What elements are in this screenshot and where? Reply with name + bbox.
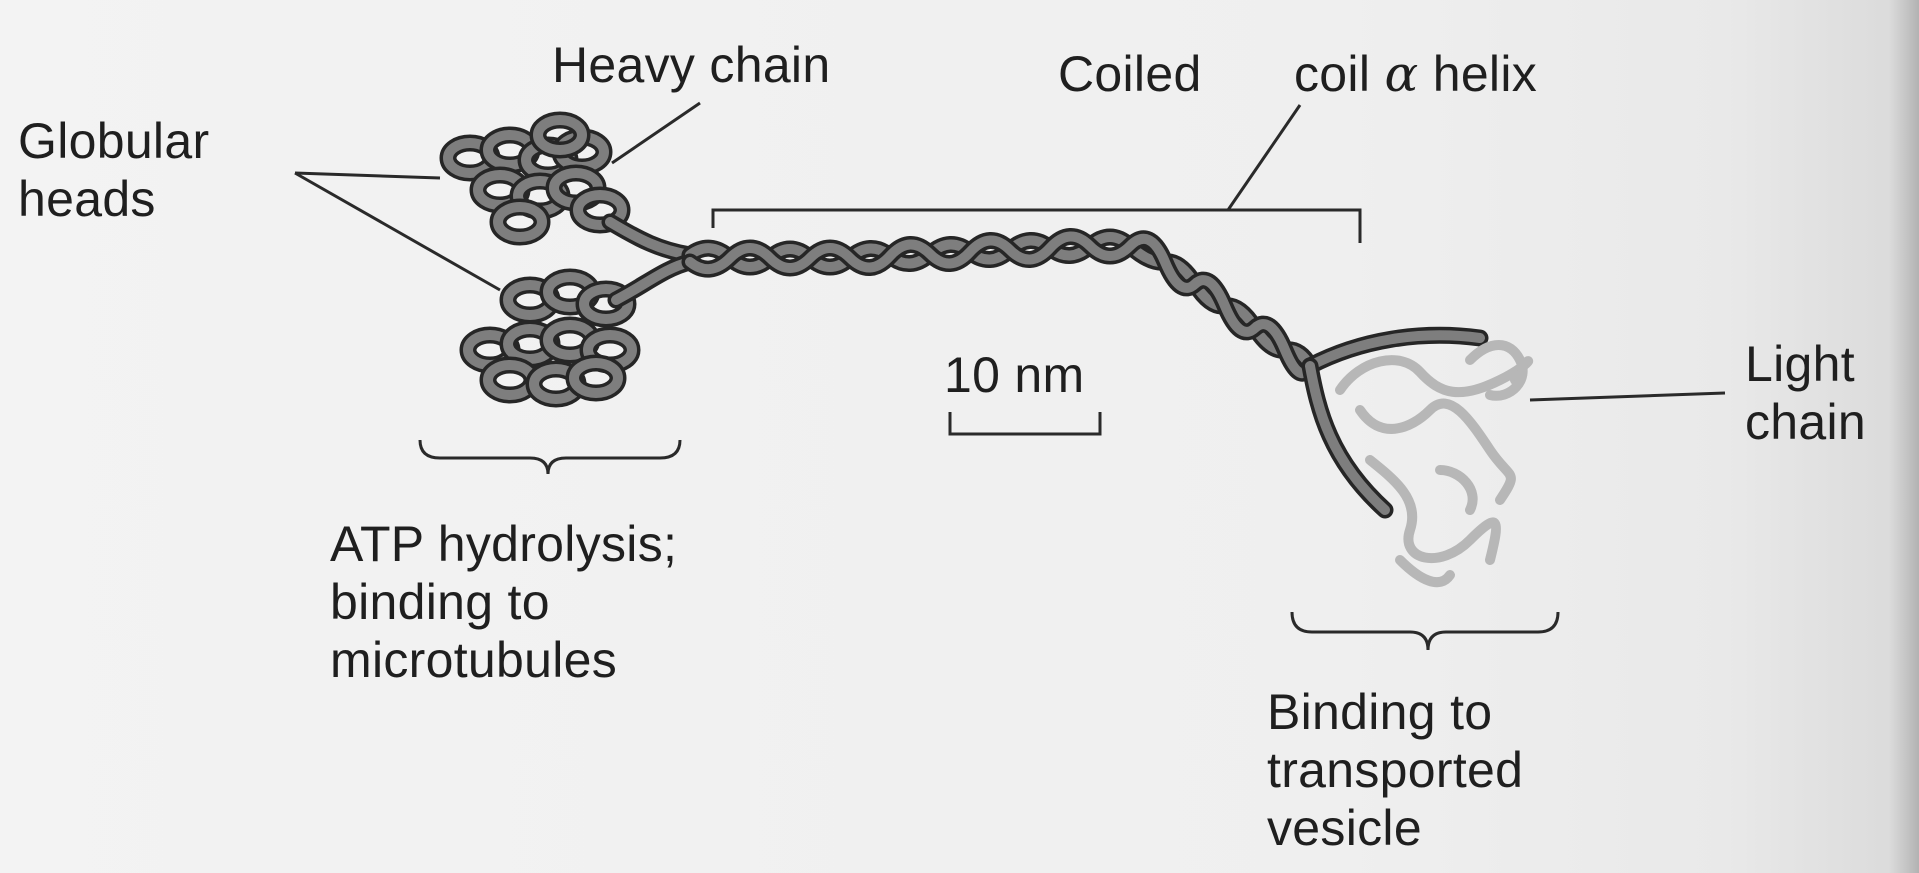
leader-light-chain: [1530, 393, 1725, 400]
leader-globular-upper: [295, 173, 440, 178]
alpha-symbol: α: [1384, 45, 1418, 103]
globular-head-lower: [468, 277, 632, 399]
leader-globular-lower: [295, 173, 500, 290]
coil-helix-suffix: helix: [1433, 46, 1537, 102]
tail-function-brace: [1292, 612, 1558, 650]
coil-helix-prefix: coil: [1294, 46, 1370, 102]
coiled-label: Coiled: [1058, 45, 1202, 103]
heavy-chain-neck: [610, 222, 690, 300]
tail-function-label: Binding to transported vesicle: [1267, 683, 1523, 857]
globular-head-upper: [448, 120, 622, 237]
head-function-label: ATP hydrolysis; binding to microtubules: [330, 515, 677, 689]
globular-heads-label: Globular heads: [18, 112, 209, 228]
coil-helix-label: coil α helix: [1294, 45, 1537, 103]
scale-bar-label: 10 nm: [944, 346, 1084, 404]
head-function-brace: [420, 440, 680, 474]
leader-heavy-chain: [612, 103, 700, 163]
heavy-chain-label: Heavy chain: [552, 36, 830, 94]
scale-bar: [950, 412, 1100, 434]
light-chain-label: Light chain: [1745, 335, 1866, 451]
light-chain: [1340, 345, 1528, 582]
leader-coil-helix: [1228, 105, 1300, 210]
page-edge-shadow: [1889, 0, 1919, 873]
